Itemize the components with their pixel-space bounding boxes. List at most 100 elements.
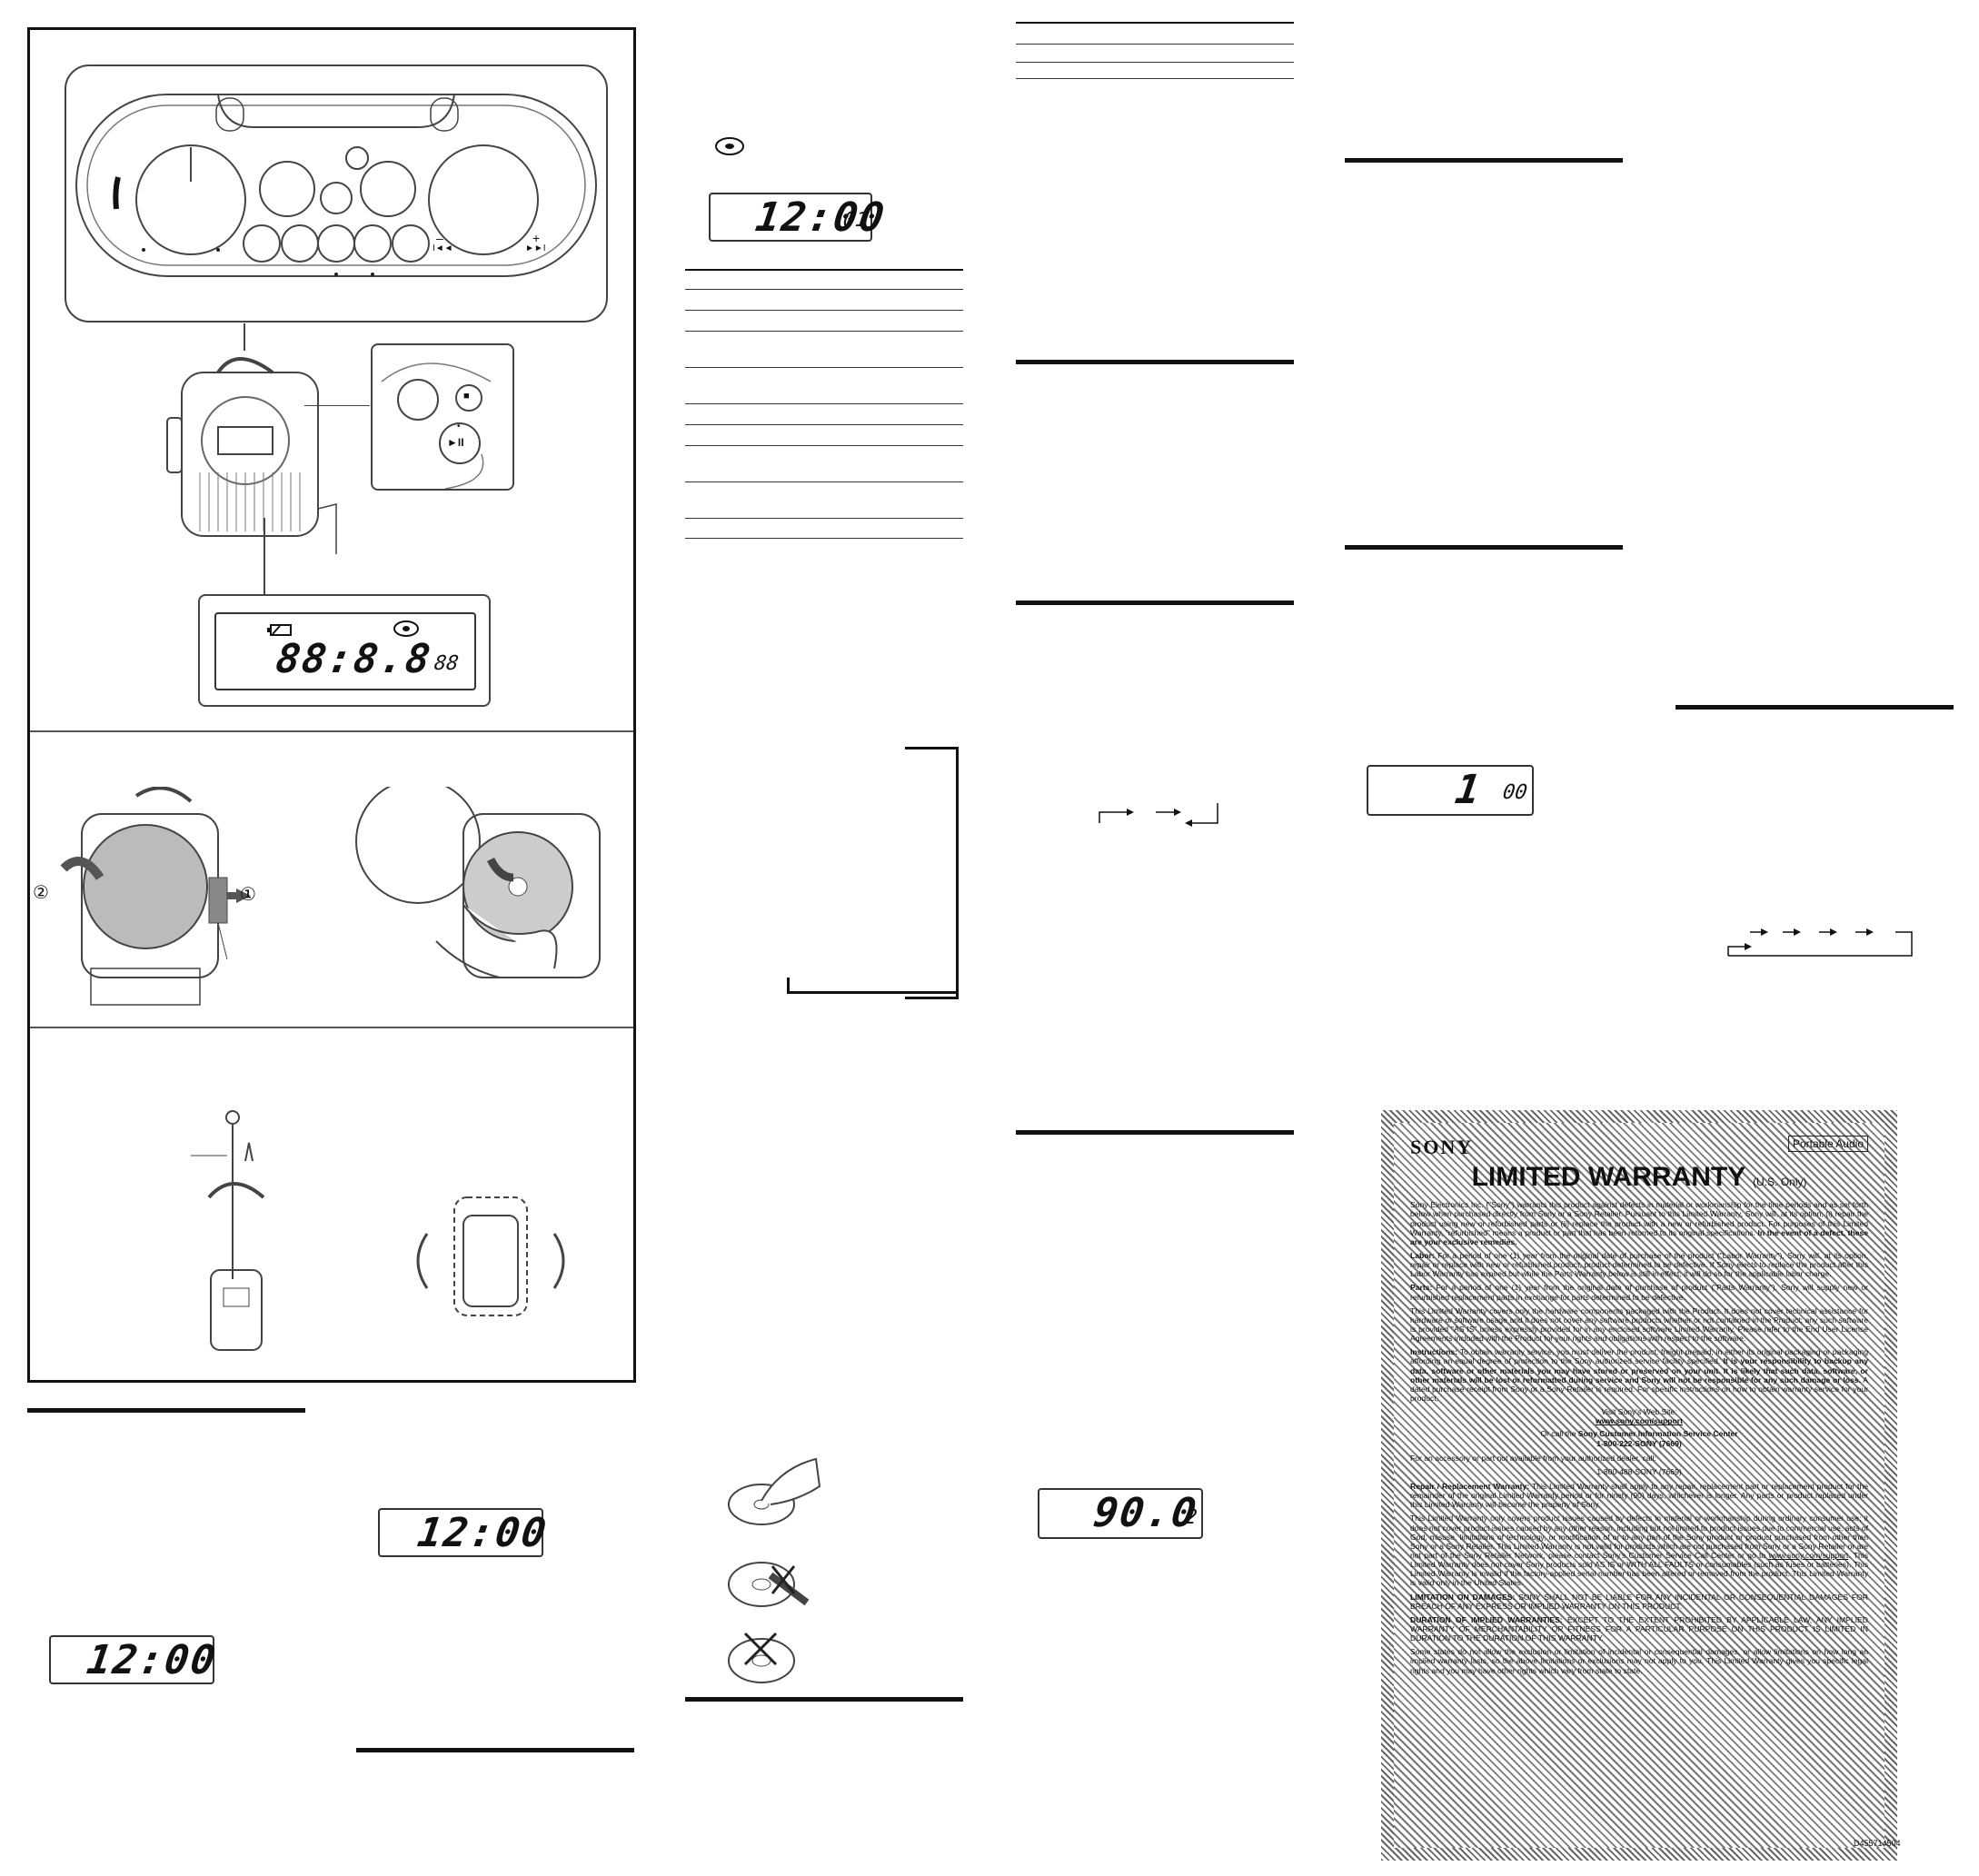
section-rule-col1-bottom	[356, 1748, 634, 1752]
next-marker: ►►I	[525, 243, 546, 253]
table-rule	[685, 367, 963, 368]
disc-handling-correct	[728, 1457, 821, 1525]
leader-line	[244, 323, 245, 351]
band-cycle-diagram	[1727, 928, 1913, 957]
callout-line	[304, 405, 370, 406]
limited-warranty-card: SONY Portable Audio LIMITED WARRANTY (U.…	[1381, 1110, 1897, 1861]
table-rule	[685, 445, 963, 446]
duration-text: EXCEPT TO THE EXTENT PROHIBITED BY APPLI…	[1410, 1614, 1868, 1643]
stop-symbol: ■	[463, 391, 470, 402]
flow-bracket-stub	[787, 978, 790, 994]
lcd-freq-col3-digits: 90.0	[1090, 1490, 1201, 1536]
table-rule-top-col3	[1016, 22, 1294, 24]
phone1-text: 1-800-222-SONY (7669)	[1596, 1438, 1682, 1448]
warranty-accessory: For an accessory or part not available f…	[1410, 1453, 1656, 1463]
scope-url[interactable]: www.sony.com/support	[1768, 1550, 1849, 1560]
sony-logo: SONY	[1410, 1136, 1474, 1158]
flow-bracket-bottom	[787, 991, 956, 994]
or-call-text: Or call the	[1540, 1429, 1576, 1439]
lcd-preset-col4-digits: 1	[1452, 767, 1486, 813]
control-panel-drawing	[65, 65, 608, 323]
document-id: D455714504	[1854, 1839, 1901, 1848]
warranty-url[interactable]: www.sony.com/support	[1596, 1416, 1683, 1426]
battery-icon	[267, 624, 292, 636]
warranty-scope: This Limited Warranty only covers produc…	[1410, 1514, 1868, 1587]
play-dot: •	[457, 422, 461, 432]
parts-label: Parts:	[1410, 1283, 1433, 1293]
table-rule-top	[685, 269, 963, 271]
warranty-parts: Parts: For a period of one (1) year from…	[1410, 1283, 1868, 1301]
disc-handling-wrong-1	[728, 1562, 810, 1607]
lcd-clock-col2-digits: 12:00	[752, 194, 890, 241]
labor-label: Labor:	[1410, 1251, 1435, 1261]
rotate-handle-drawing	[416, 1196, 565, 1316]
lcd-clock-col1-left-digits: 12:00	[84, 1637, 221, 1683]
product-category-label: Portable Audio	[1787, 1136, 1868, 1153]
warranty-visit: Visit Sony's Web Site:	[1601, 1407, 1677, 1417]
section-rule-col3-1	[1016, 360, 1294, 364]
insert-disc-drawing	[355, 787, 601, 978]
instructions-label: Instructions:	[1410, 1347, 1458, 1357]
section-rule-col2-bottom	[685, 1697, 963, 1702]
lcd-preset-col4-track: 00	[1501, 781, 1529, 804]
lcd-track-digits: 88	[433, 652, 461, 675]
table-rule	[1016, 78, 1294, 79]
duration-label: DURATION OF IMPLIED WARRANTIES:	[1410, 1614, 1563, 1624]
warranty-duration: DURATION OF IMPLIED WARRANTIES: EXCEPT T…	[1410, 1615, 1868, 1643]
limitation-label: LIMITATION ON DAMAGES:	[1410, 1592, 1516, 1602]
lcd-freq-col3: 90.0 2	[1038, 1488, 1203, 1539]
scope-post: . This Limited Warranty does not cover S…	[1410, 1550, 1869, 1588]
warranty-call: Or call the Sony Customer Information Se…	[1410, 1429, 1868, 1438]
lcd-freq-col3-band: 2	[1183, 1506, 1199, 1529]
limitation-text: SONY SHALL NOT BE LIABLE FOR ANY INCIDEN…	[1410, 1592, 1868, 1611]
lcd-preset-col4: 1 00	[1367, 765, 1534, 816]
warranty-url-link[interactable]: www.sony.com/support	[1410, 1416, 1868, 1425]
table-rule	[1016, 44, 1294, 45]
mode-cycle-diagram	[1099, 803, 1218, 827]
warranty-phone2: 1-800-488-SONY (7669)	[1596, 1466, 1682, 1476]
labor-text: For a period of one (1) year from the or…	[1410, 1251, 1868, 1279]
cd-radio-device-drawing	[166, 357, 337, 554]
instructions-bold: It is your responsibility to backup any …	[1410, 1356, 1868, 1385]
antenna-drawing	[191, 1110, 265, 1351]
lcd-clock-col2: 12:00 01	[709, 193, 889, 242]
table-rule	[685, 289, 963, 290]
section-rule-col1	[27, 1408, 305, 1413]
repair-text: This Limited Warranty shall apply to any…	[1410, 1482, 1869, 1510]
section-rule-col4-1	[1345, 158, 1623, 163]
warranty-limitation: LIMITATION ON DAMAGES: SONY SHALL NOT BE…	[1410, 1593, 1868, 1611]
lcd-leader-line	[264, 518, 265, 596]
warranty-states: Some states do not allow the exclusion o…	[1410, 1647, 1868, 1675]
frame-divider-1	[30, 730, 633, 732]
lcd-clock-col1-right-digits: 12:00	[414, 1510, 552, 1556]
table-rule	[1016, 62, 1294, 63]
parts-text: For a period of one (1) year from the or…	[1410, 1283, 1869, 1302]
instructions-text: To obtain warranty service, you must del…	[1410, 1347, 1868, 1366]
step-marker-2: ②	[33, 883, 49, 903]
table-rule	[685, 538, 963, 539]
lcd-clock-col1-right: 12:00	[378, 1508, 551, 1557]
open-lid-drawing	[60, 787, 251, 1006]
lcd-main-digits: 88:8.8	[273, 636, 435, 682]
table-rule	[685, 518, 963, 519]
warranty-title-text: LIMITED WARRANTY	[1471, 1161, 1745, 1192]
frame-divider-2	[30, 1027, 633, 1028]
warranty-phone1: 1-800-222-SONY (7669)	[1410, 1439, 1868, 1448]
disc-handling-wrong-2	[728, 1632, 795, 1683]
prev-marker: I◄◄	[433, 243, 453, 253]
repair-label: Repair / Replacement Warranty:	[1410, 1482, 1530, 1491]
section-rule-col3-3	[1016, 1130, 1294, 1135]
lcd-detail: 88:8.8 88	[214, 612, 476, 690]
warranty-coverage: This Limited Warranty covers only the ha…	[1410, 1305, 1868, 1344]
lcd-clock-col1-left: 12:00	[49, 1635, 220, 1684]
instructions-end: A dated purchase receipt from Sony or a …	[1410, 1375, 1868, 1404]
lcd-callout-box: 88:8.8 88	[198, 594, 491, 707]
flow-bracket	[905, 747, 959, 999]
scope-pre: This Limited Warranty only covers produc…	[1410, 1514, 1868, 1560]
disc-icon	[393, 620, 419, 637]
section-rule-col3-2	[1016, 601, 1294, 605]
table-rule	[685, 331, 963, 332]
callout-buttons-drawing	[381, 362, 492, 490]
warranty-labor: Labor: For a period of one (1) year from…	[1410, 1251, 1868, 1278]
warranty-repair: Repair / Replacement Warranty: This Limi…	[1410, 1482, 1868, 1509]
